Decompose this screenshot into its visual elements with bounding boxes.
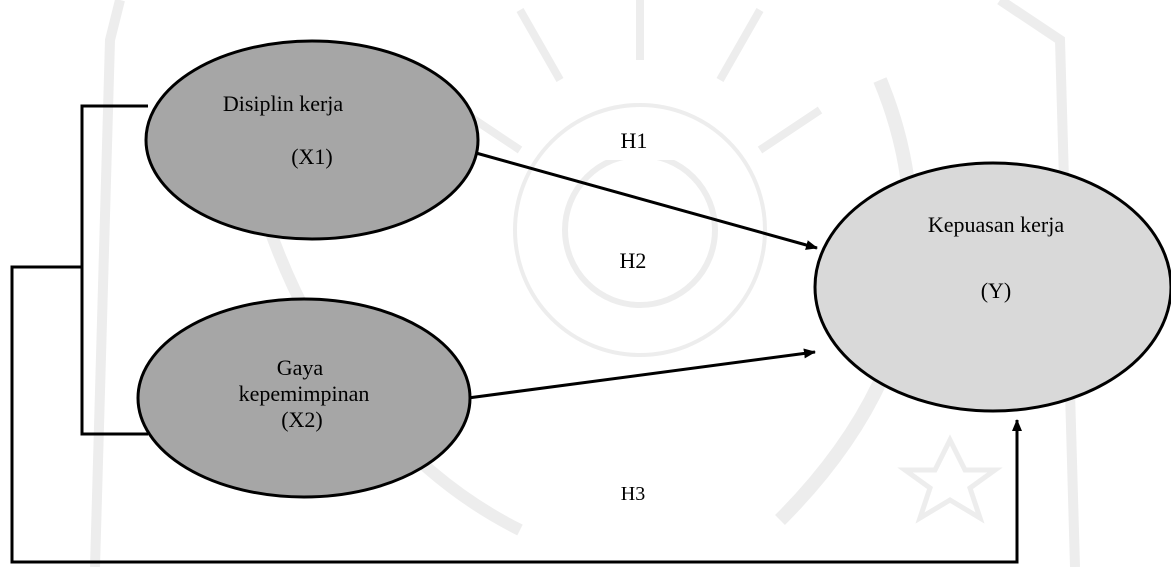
node-x1-code: (X1) xyxy=(291,144,333,169)
h2-label-bg xyxy=(593,238,683,280)
h1-label-bg xyxy=(593,122,683,160)
node-y-code: (Y) xyxy=(981,278,1012,303)
node-x1-label: Disiplin kerja xyxy=(223,91,344,116)
node-x2: Gaya kepemimpinan (X2) xyxy=(136,297,472,499)
x1-x2-bracket xyxy=(80,104,148,436)
h3-connector xyxy=(10,265,1022,564)
node-x2-label-line2: kepemimpinan xyxy=(239,381,370,406)
h2-arrow xyxy=(467,348,816,400)
h2-label: H2 xyxy=(620,248,647,273)
node-y: Kepuasan kerja (Y) xyxy=(813,161,1171,413)
node-x1-ellipse xyxy=(144,39,480,241)
node-y-ellipse xyxy=(813,161,1171,413)
node-x2-ellipse xyxy=(136,297,472,499)
node-x1: Disiplin kerja (X1) xyxy=(144,39,480,241)
h1-arrow xyxy=(475,151,818,250)
node-y-label: Kepuasan kerja xyxy=(928,212,1064,237)
node-x2-code: (X2) xyxy=(281,407,323,432)
h3-label: H3 xyxy=(621,483,645,505)
h1-label: H1 xyxy=(621,128,648,153)
node-x2-label-line1: Gaya xyxy=(277,355,324,380)
